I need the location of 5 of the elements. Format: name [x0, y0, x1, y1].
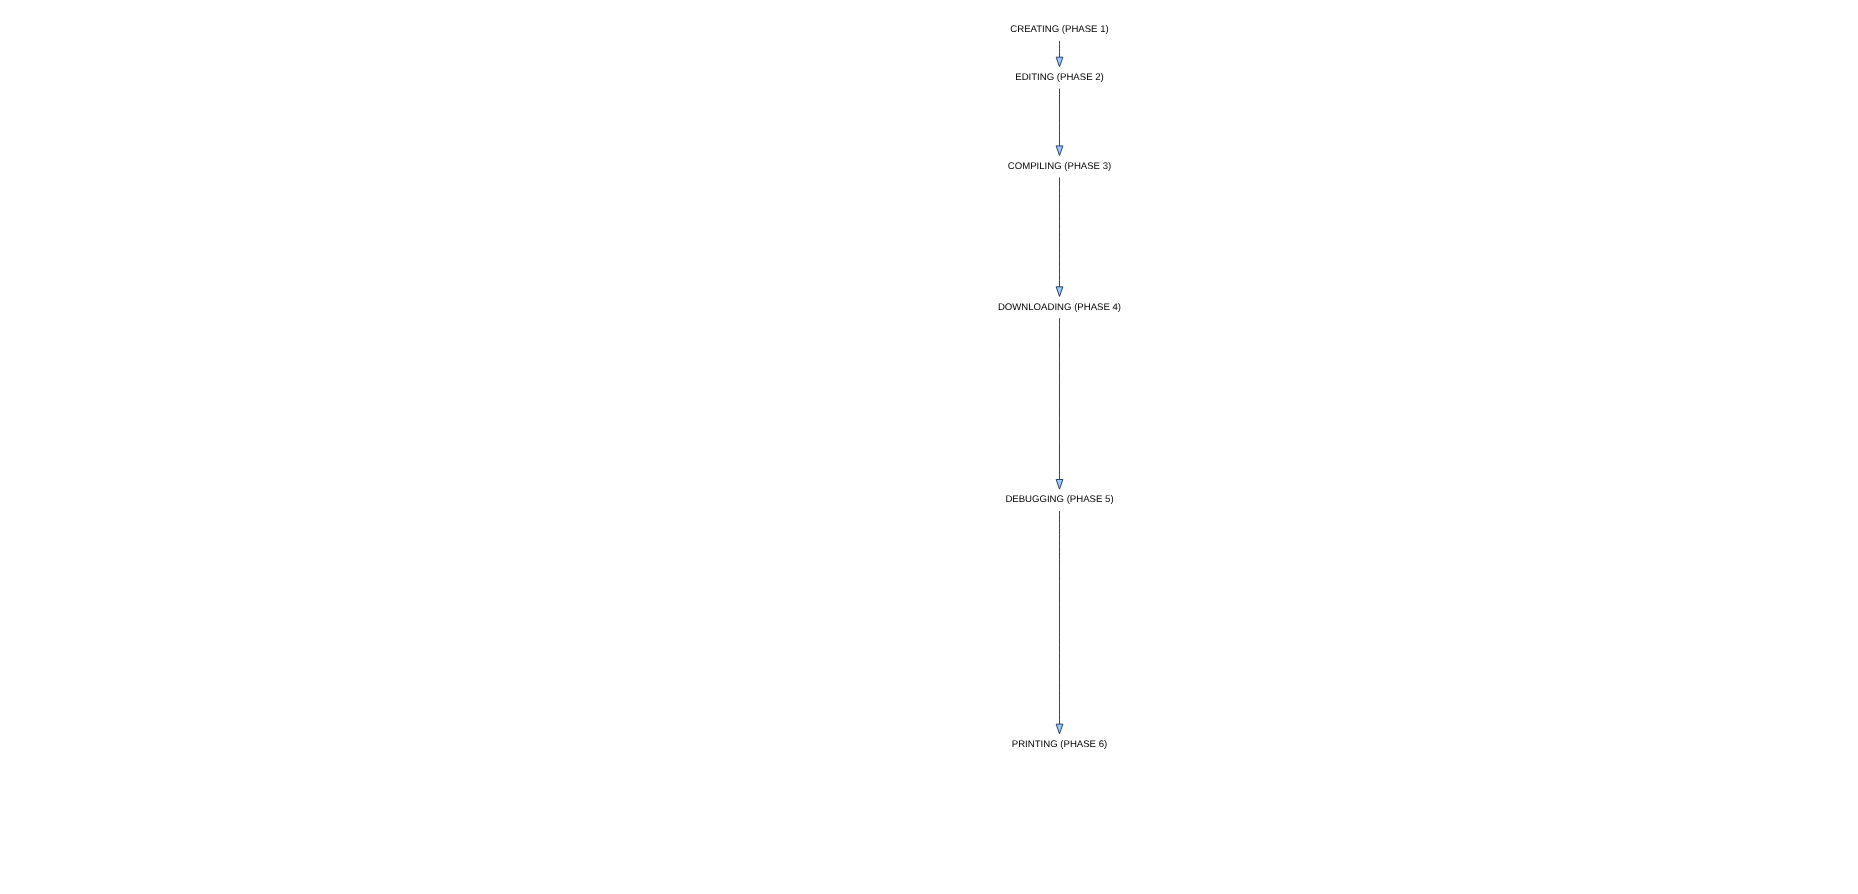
arrow	[1054, 510, 1063, 735]
arrow	[1054, 40, 1063, 68]
arrow	[1054, 88, 1063, 156]
arrow	[1054, 176, 1063, 297]
arrow	[1054, 317, 1063, 490]
